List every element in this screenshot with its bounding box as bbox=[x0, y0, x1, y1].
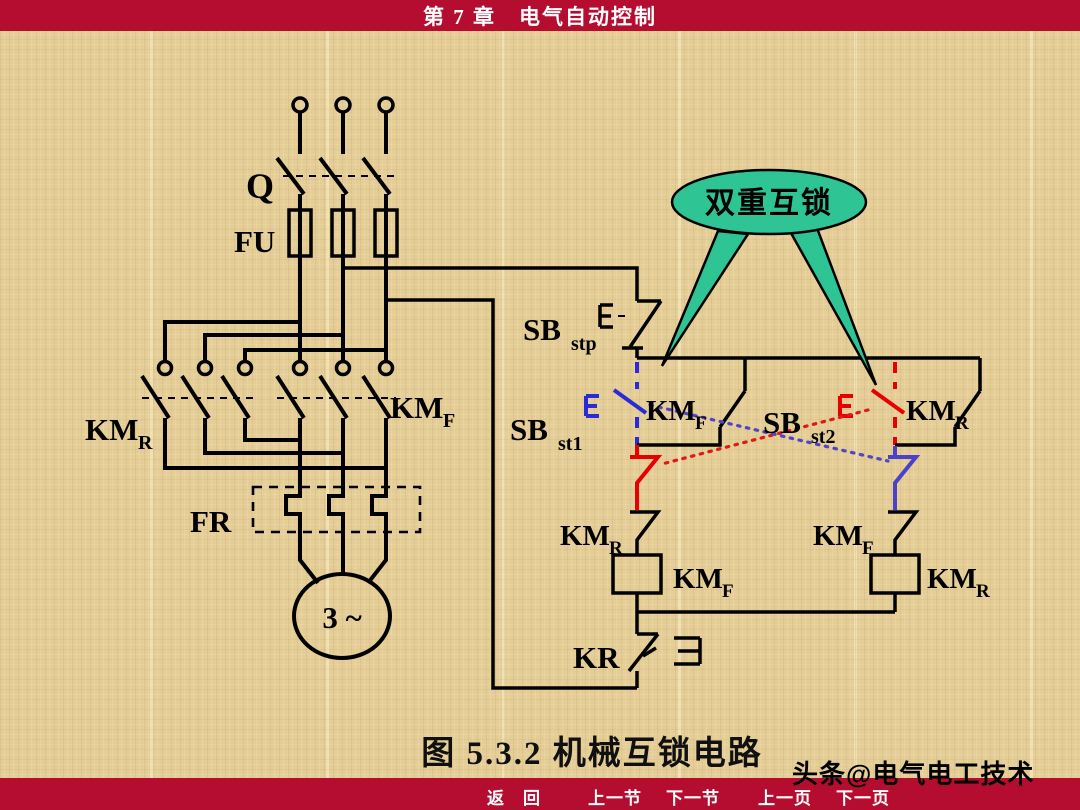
label-sbst1: SB bbox=[510, 412, 548, 447]
nav-return[interactable]: 返 回 bbox=[487, 789, 541, 808]
label-kmr-coil: KM bbox=[927, 563, 977, 595]
nav-next-page[interactable]: 下一页 bbox=[836, 789, 890, 808]
contactor-kmr-main-contacts bbox=[140, 359, 258, 420]
navigation-bar: 返 回 上一节 下一节 上一页 下一页 bbox=[0, 778, 1080, 810]
label-kmr-coil-sub: R bbox=[976, 581, 990, 602]
label-kmf-power: KM bbox=[390, 390, 443, 425]
stop-button-sbstp bbox=[598, 299, 663, 358]
label-sbstp-sub: stp bbox=[571, 333, 597, 355]
watermark: 头条@电气电工技术 bbox=[792, 759, 1035, 789]
pushbutton-actuator-icon bbox=[584, 394, 599, 418]
label-sbst2: SB bbox=[763, 405, 801, 440]
coil-kmf bbox=[611, 553, 663, 634]
label-kmr-nc-sub: R bbox=[609, 538, 623, 559]
pushbutton-actuator-icon bbox=[598, 303, 613, 329]
label-kmf-aux: KM bbox=[646, 395, 696, 427]
pushbutton-actuator-icon bbox=[838, 394, 853, 418]
label-kmf-coil-sub: F bbox=[722, 581, 734, 602]
callout-double-interlock: 双重互锁 bbox=[660, 168, 878, 386]
thermal-relay-fr bbox=[251, 485, 422, 534]
label-sbst1-sub: st1 bbox=[558, 433, 582, 455]
interlock-contact-red bbox=[630, 445, 663, 510]
label-kmf-coil: KM bbox=[673, 563, 723, 595]
motor: 3 ~ bbox=[292, 532, 392, 660]
chapter-title-bar: 第 7 章 电气自动控制 bbox=[0, 0, 1080, 31]
label-kmf-aux-sub: F bbox=[695, 413, 707, 434]
aux-contact-kmr bbox=[895, 358, 982, 447]
nc-contact-kmf bbox=[888, 510, 920, 555]
label-kmf-nc: KM bbox=[813, 520, 863, 552]
nav-prev-section[interactable]: 上一节 bbox=[588, 789, 642, 808]
nav-prev-page[interactable]: 上一页 bbox=[758, 789, 812, 808]
start-button-sbst1 bbox=[584, 362, 648, 445]
label-kmf-power-sub: F bbox=[443, 410, 455, 432]
contactor-kmf-main-contacts bbox=[275, 359, 396, 420]
figure-caption: 图 5.3.2 机械互锁电路 bbox=[421, 736, 763, 772]
kmr-jumpers bbox=[163, 320, 386, 361]
thermal-element-icon bbox=[674, 636, 702, 666]
callout-arrow-right bbox=[789, 226, 878, 386]
nc-contact-kmr bbox=[630, 510, 662, 555]
control-feed-wires bbox=[343, 266, 980, 690]
label-fu: FU bbox=[234, 224, 275, 259]
label-q: Q bbox=[246, 166, 274, 206]
component-labels: Q FU KM R KM F FR SB stp SB st1 KM F SB … bbox=[85, 166, 990, 675]
motor-label: 3 ~ bbox=[322, 600, 361, 635]
aux-contact-kmf bbox=[637, 358, 747, 447]
label-kmf-nc-sub: F bbox=[862, 538, 874, 559]
control-circuit bbox=[343, 266, 982, 690]
callout-bubble bbox=[670, 168, 868, 236]
start-button-sbst2 bbox=[838, 362, 906, 445]
label-kmr-aux: KM bbox=[906, 395, 956, 427]
nav-next-section[interactable]: 下一节 bbox=[666, 789, 720, 808]
callout-arrow-left bbox=[660, 229, 751, 367]
label-kmr-nc: KM bbox=[560, 520, 610, 552]
label-fr: FR bbox=[190, 504, 232, 539]
switch-q bbox=[275, 156, 398, 196]
thermal-contact-kr bbox=[627, 632, 702, 688]
mechanical-link-red bbox=[660, 408, 870, 466]
label-sbst2-sub: st2 bbox=[811, 426, 835, 448]
label-kmr-aux-sub: R bbox=[955, 413, 969, 434]
label-sbstp: SB bbox=[523, 312, 561, 347]
label-kr: KR bbox=[573, 640, 620, 675]
label-kmr-power: KM bbox=[85, 412, 138, 447]
label-kmr-power-sub: R bbox=[138, 432, 153, 454]
supply-terminals bbox=[291, 96, 395, 154]
interlock-contact-blue bbox=[888, 446, 921, 510]
fuse-fu bbox=[287, 208, 399, 258]
reversing-crossover-wires bbox=[163, 418, 388, 487]
chapter-title: 第 7 章 电气自动控制 bbox=[423, 4, 657, 29]
coil-kmr bbox=[869, 553, 921, 612]
power-circuit: 3 ~ bbox=[140, 96, 422, 660]
callout-text: 双重互锁 bbox=[705, 187, 833, 220]
